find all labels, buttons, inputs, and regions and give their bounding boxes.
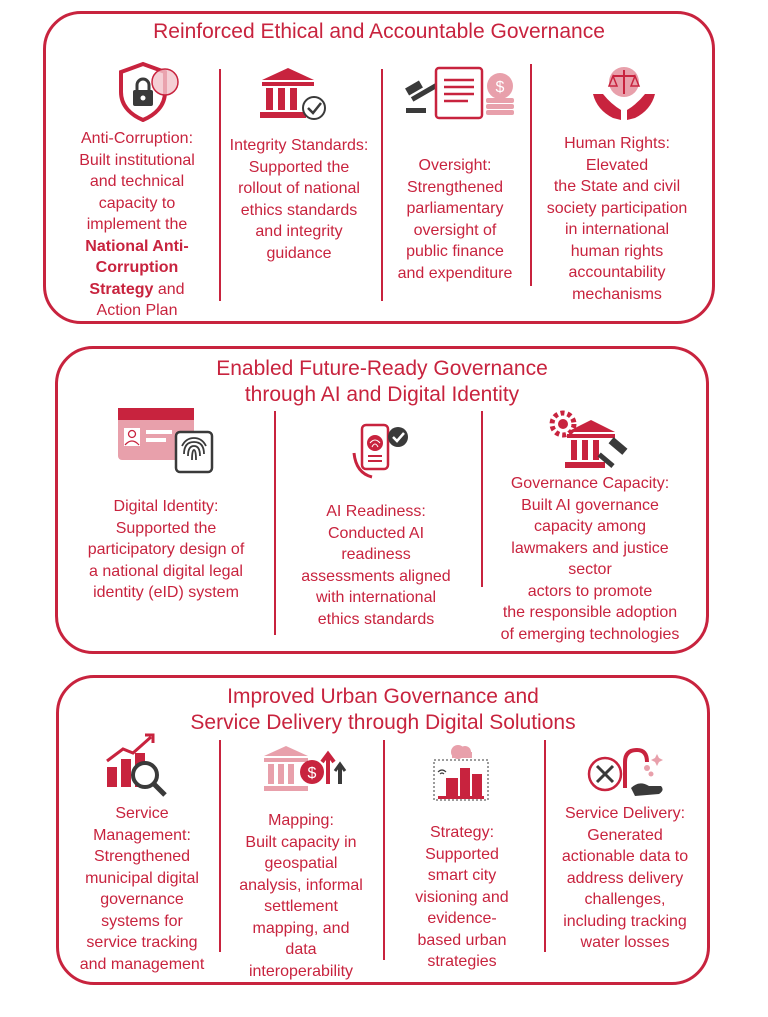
strategy-text: Strategy: Supported smart city visioning… bbox=[415, 824, 509, 970]
svg-text:$: $ bbox=[308, 765, 317, 782]
service-delivery-text: Service Delivery: Generated actionable d… bbox=[561, 805, 689, 951]
column-divider bbox=[544, 740, 546, 952]
ai-readiness-text: AI Readiness: Conducted AI readiness ass… bbox=[301, 503, 451, 628]
column-divider bbox=[530, 64, 532, 286]
hands-justice-scale-icon bbox=[593, 67, 655, 120]
bank-check-icon bbox=[260, 68, 326, 120]
column-divider bbox=[381, 69, 383, 301]
id-card-fingerprint-icon bbox=[118, 408, 214, 474]
oversight-text: Oversight: Strengthened parliamentary ov… bbox=[397, 157, 513, 282]
human-rights-text: Human Rights: Elevated the State and civ… bbox=[546, 135, 688, 303]
panel-ethical-governance: Reinforced Ethical and Accountable Gover… bbox=[43, 11, 715, 324]
digital-identity-text: Digital Identity: Supported the particip… bbox=[87, 498, 245, 601]
integrity-standards-text: Integrity Standards: Supported the rollo… bbox=[229, 137, 369, 262]
service-management-text: Service Management: Strengthened municip… bbox=[79, 805, 205, 973]
column-divider bbox=[383, 740, 385, 960]
mapping-text: Mapping: Built capacity in geospatial an… bbox=[239, 812, 363, 980]
panel-title: Reinforced Ethical and Accountable Gover… bbox=[153, 20, 605, 43]
panel-urban-governance: Improved Urban Governance and Service De… bbox=[56, 675, 710, 985]
phone-ai-brain-icon bbox=[352, 423, 408, 479]
anti-corruption-text: Anti-Corruption: Built institutional and… bbox=[79, 130, 195, 319]
panel-future-ready-governance: Enabled Future-Ready Governance through … bbox=[55, 346, 709, 654]
gear-bank-gavel-icon bbox=[549, 410, 628, 468]
bank-dollar-arrow-icon: $ bbox=[264, 746, 347, 791]
panel-title: Enabled Future-Ready Governance through … bbox=[216, 357, 548, 406]
gavel-document-coins-icon: $ bbox=[405, 66, 514, 120]
column-divider bbox=[481, 411, 483, 587]
svg-text:$: $ bbox=[496, 79, 505, 96]
column-divider bbox=[274, 411, 276, 635]
governance-capacity-text: Governance Capacity: Built AI governance… bbox=[500, 475, 680, 643]
column-divider bbox=[219, 740, 221, 952]
column-divider bbox=[219, 69, 221, 301]
smart-city-icon bbox=[433, 745, 489, 801]
panel-title: Improved Urban Governance and Service De… bbox=[190, 685, 576, 734]
tools-water-tap-icon bbox=[587, 747, 663, 796]
shield-lock-icon bbox=[119, 61, 179, 122]
growth-chart-magnifier-icon bbox=[106, 733, 167, 797]
